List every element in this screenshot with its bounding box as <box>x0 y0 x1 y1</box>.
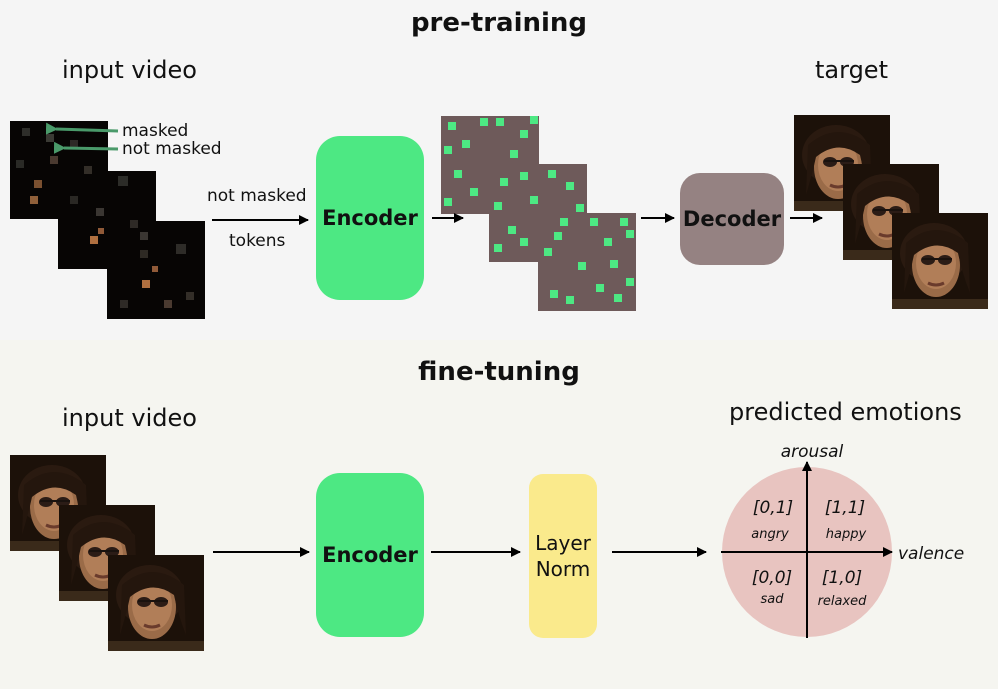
target-label: target <box>815 56 888 84</box>
masked-frame-3-patches <box>120 232 194 308</box>
layer-norm-block: Layer Norm <box>529 474 597 638</box>
valence-axis-label: valence <box>898 544 964 564</box>
not-masked-callout-arrow <box>53 141 119 154</box>
quadrant-angry-label: angry <box>751 527 789 542</box>
pretraining-input-label: input video <box>62 56 197 84</box>
pretraining-title: pre-training <box>410 8 588 38</box>
finetuning-input-label: input video <box>62 404 197 432</box>
quadrant-sad-label: sad <box>761 592 785 607</box>
not-masked-label: not masked <box>122 139 222 159</box>
finetuning-title: fine-tuning <box>418 357 580 387</box>
tokens-label-line1: not masked <box>207 186 307 206</box>
quadrant-happy-label: happy <box>826 527 867 542</box>
quadrant-relaxed-label: relaxed <box>818 594 868 609</box>
predicted-emotions-label: predicted emotions <box>729 398 962 426</box>
quadrant-sad-coord: [0,0] <box>752 568 792 588</box>
layer-norm-label-line1: Layer <box>535 531 591 555</box>
masked-frame-1-patches <box>16 128 92 204</box>
masked-callout-arrow <box>45 122 119 135</box>
layer-norm-label-line2: Norm <box>535 557 591 581</box>
decoder-block: Decoder <box>680 173 784 265</box>
masked-frame-2-patches <box>70 176 148 258</box>
quadrant-happy-coord: [1,1] <box>825 498 865 518</box>
quadrant-angry-coord: [0,1] <box>753 498 793 518</box>
input-face-image-3 <box>106 553 206 653</box>
token-grid-patches <box>444 116 634 304</box>
target-face-image-3 <box>890 211 990 311</box>
arousal-axis-label: arousal <box>781 442 844 462</box>
pretraining-encoder-block: Encoder <box>316 136 424 300</box>
tokens-label-line2: tokens <box>229 231 286 251</box>
finetuning-encoder-block: Encoder <box>316 473 424 637</box>
quadrant-relaxed-coord: [1,0] <box>822 568 862 588</box>
masked-label: masked <box>122 121 189 141</box>
